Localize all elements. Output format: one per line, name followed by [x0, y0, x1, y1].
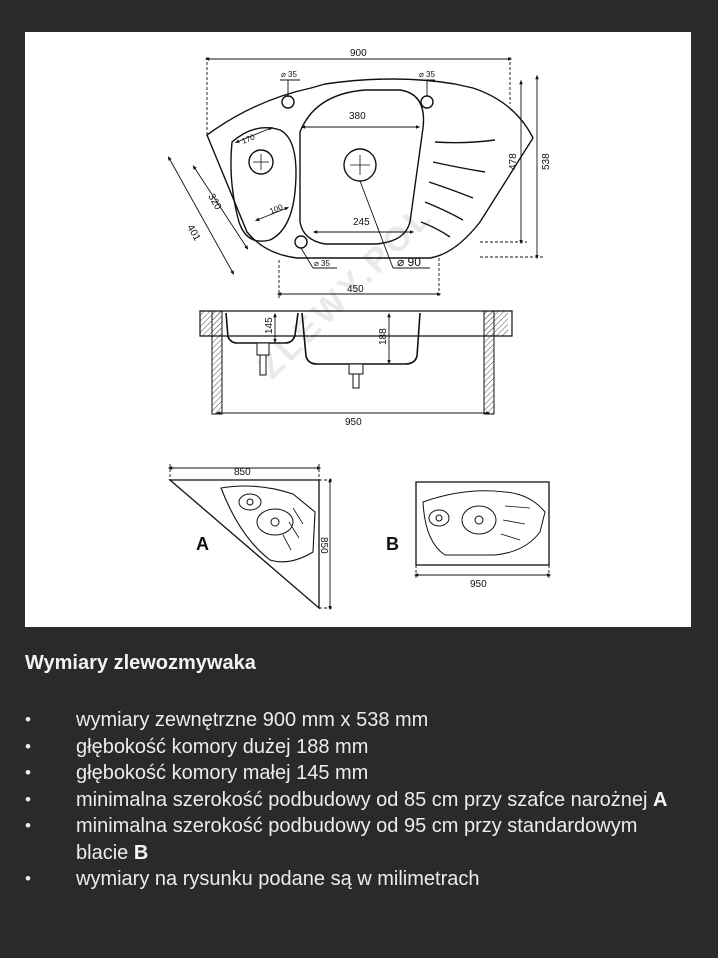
technical-drawing-panel: ZLEWY.POL: [25, 32, 691, 627]
dim-a-height: 850: [318, 537, 329, 554]
dim-small-bowl-length: 320: [205, 192, 223, 212]
label-b: B: [386, 534, 399, 554]
section-view: [199, 310, 513, 415]
spec-text: wymiary na rysunku podane są w milimetra…: [76, 868, 480, 890]
spec-text: minimalna szerokość podbudowy od 95 cm p…: [76, 815, 638, 864]
spec-bold: B: [133, 841, 149, 864]
spec-text: wymiary zewnętrzne 900 mm x 538 mm: [76, 709, 429, 731]
dim-big-depth: 188: [378, 328, 389, 345]
spec-item: głębokość komory dużej 188 mm: [25, 734, 695, 761]
top-view: [206, 78, 534, 259]
drainboard-ribs: [420, 139, 496, 238]
dim-section-width: 950: [345, 417, 362, 428]
small-bowl-top: [230, 127, 297, 242]
section-view-dimensions: [215, 312, 491, 415]
label-a: A: [196, 534, 209, 554]
spec-item: wymiary zewnętrzne 900 mm x 538 mm: [25, 707, 695, 734]
variant-b-standard: [413, 481, 552, 579]
dim-inner-height: 478: [508, 153, 519, 170]
spec-bold: A: [652, 788, 668, 811]
dim-b-width: 950: [470, 579, 487, 590]
dim-hole-left: ⌀ 35: [281, 70, 297, 79]
sink-outline-top: [206, 78, 534, 259]
spec-item: wymiary na rysunku podane są w milimetra…: [25, 866, 695, 893]
dim-left-side: 401: [184, 223, 202, 243]
dim-overall-height: 538: [541, 153, 552, 170]
spec-text: minimalna szerokość podbudowy od 85 cm p…: [76, 788, 653, 811]
dim-big-bowl-bottom: 245: [353, 217, 370, 228]
dim-big-bowl-width: 380: [349, 111, 366, 122]
small-drain: [248, 149, 274, 175]
dim-a-width: 850: [234, 467, 251, 478]
tap-hole-left: [281, 95, 295, 109]
tap-hole-bottom: [294, 235, 308, 249]
dim-small-bowl-bottom: 100: [268, 202, 284, 216]
big-bowl-top: [299, 89, 425, 245]
top-view-dimensions: [167, 57, 543, 298]
variant-a-corner: [167, 464, 334, 611]
dim-front-width: 450: [347, 284, 364, 295]
section-title: Wymiary zlewozmywaka: [25, 652, 256, 674]
spec-item: głębokość komory małej 145 mm: [25, 760, 695, 787]
spec-text: głębokość komory dużej 188 mm: [76, 735, 369, 758]
dim-overall-width: 900: [350, 48, 367, 59]
specifications-list: wymiary zewnętrzne 900 mm x 538 mm głębo…: [25, 707, 695, 893]
dim-hole-right: ⌀ 35: [419, 70, 435, 79]
sink-technical-drawing: ZLEWY.POL: [167, 48, 552, 611]
dim-small-depth: 145: [264, 317, 275, 334]
dim-drain: ⌀ 90: [397, 255, 421, 269]
dim-hole-bottom: ⌀ 35: [314, 259, 330, 268]
spec-item: minimalna szerokość podbudowy od 95 cm p…: [25, 813, 695, 866]
spec-item: minimalna szerokość podbudowy od 85 cm p…: [25, 787, 695, 814]
tap-hole-right: [420, 95, 434, 109]
spec-text: głębokość komory małej 145 mm: [76, 762, 369, 784]
